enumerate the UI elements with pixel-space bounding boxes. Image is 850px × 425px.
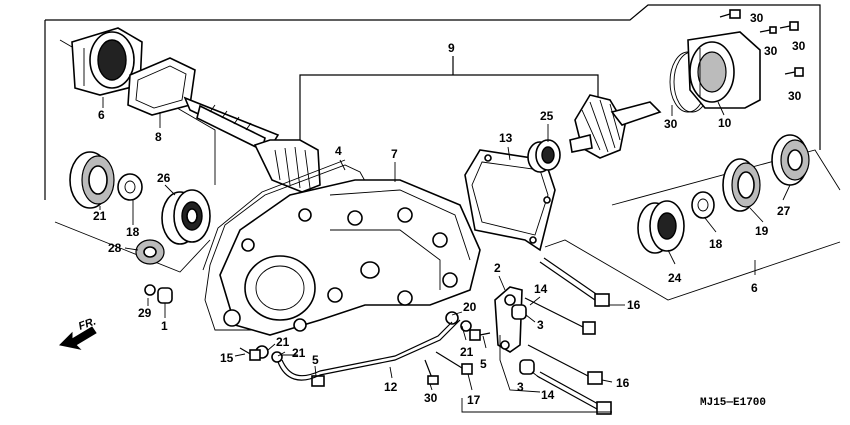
part-5-bolt-right [469, 329, 491, 341]
callout-12: 12 [384, 380, 398, 394]
part-14-bolt-upper [524, 297, 596, 335]
callout-30-b: 30 [764, 44, 778, 58]
part-14-bolt-lower [536, 371, 612, 415]
part-18-nut-right [691, 191, 715, 219]
callout-labels: 9 6 8 21 18 26 28 29 1 4 7 13 25 30 10 3… [93, 11, 806, 407]
callout-24: 26 [157, 171, 171, 185]
bracket-13 [299, 56, 599, 140]
callout-7: 7 [391, 147, 398, 161]
callout-11: 13 [499, 131, 513, 145]
part-26-seal [135, 239, 165, 265]
callout-14-lower: 14 [541, 388, 555, 402]
part-23-bearing [527, 139, 561, 173]
callout-29: 30 [424, 391, 438, 405]
callout-20: 21 [93, 209, 107, 223]
part-16-bolt-lower [527, 344, 603, 385]
callout-15: 15 [220, 351, 234, 365]
part-29-bolt [424, 359, 439, 385]
callout-9: 8 [155, 130, 162, 144]
callout-26: 28 [108, 241, 122, 255]
callout-18-left: 18 [126, 225, 140, 239]
part-27-collar [144, 284, 156, 296]
part-13-pinion-gear [569, 94, 662, 159]
callout-8: 6 [98, 108, 105, 122]
part-3-collar-lower [519, 359, 535, 375]
part-11-gasket [464, 149, 556, 252]
part-12-breather-tube [277, 319, 461, 381]
part-15-bolt [239, 347, 261, 361]
part-10-cover [687, 31, 761, 109]
callout-13: 9 [448, 41, 455, 55]
part-30-bolts [719, 9, 804, 77]
part-24-bearing [161, 189, 211, 245]
callout-21-a: 20 [463, 300, 477, 314]
part-3-collar-upper [511, 304, 527, 320]
callout-28: 30 [664, 117, 678, 131]
callout-10: 10 [718, 116, 732, 130]
part-19-ring [722, 158, 761, 212]
callout-2: 2 [494, 261, 501, 275]
callout-19: 19 [755, 224, 769, 238]
callout-25: 27 [777, 204, 791, 218]
callout-3-upper: 3 [537, 318, 544, 332]
part-17-bolt [435, 351, 473, 375]
part-13-drive-shaft [183, 96, 321, 193]
part-2-bracket [494, 286, 523, 353]
callout-30-d: 30 [788, 89, 802, 103]
part-8-cover [71, 27, 143, 96]
part-16-bolt-upper [539, 257, 610, 307]
callout-21-b: 21 [460, 345, 474, 359]
callout-16-lower: 16 [616, 376, 630, 390]
part-25-bearing [771, 134, 810, 186]
callout-22: 24 [668, 271, 682, 285]
part-7-housing [219, 179, 481, 336]
diagram-code: MJ15—E1700 [700, 397, 766, 409]
callout-21-d: 21 [292, 346, 306, 360]
part-22-bearing [637, 200, 685, 254]
callout-30-c: 30 [792, 39, 806, 53]
callout-14-upper: 14 [534, 282, 548, 296]
callout-23: 25 [540, 109, 554, 123]
callout-21-c: 21 [276, 335, 290, 349]
front-arrow-icon [58, 326, 97, 350]
callout-3-lower: 3 [517, 380, 524, 394]
part-18-nut-left [117, 173, 143, 201]
frame-outline [44, 4, 821, 200]
callout-30-a: 30 [750, 11, 764, 25]
part-20-ring [69, 151, 115, 209]
callout-6: 6 [751, 281, 758, 295]
callout-4: 4 [335, 144, 342, 158]
leader-lines [99, 97, 791, 391]
callout-18-right: 18 [709, 237, 723, 251]
callout-5-left: 5 [312, 353, 319, 367]
callout-5-right: 5 [480, 357, 487, 371]
callout-17: 17 [467, 393, 481, 407]
callout-16-upper: 16 [627, 298, 641, 312]
bracket-bottom [461, 335, 612, 413]
front-label: FR. [77, 315, 98, 332]
part-21-washers [255, 311, 472, 363]
group-bracket-right [544, 149, 841, 301]
part-1-dowel [157, 287, 173, 304]
front-direction-indicator: FR. [58, 315, 98, 350]
callout-1: 1 [161, 319, 168, 333]
callout-27: 29 [138, 306, 152, 320]
